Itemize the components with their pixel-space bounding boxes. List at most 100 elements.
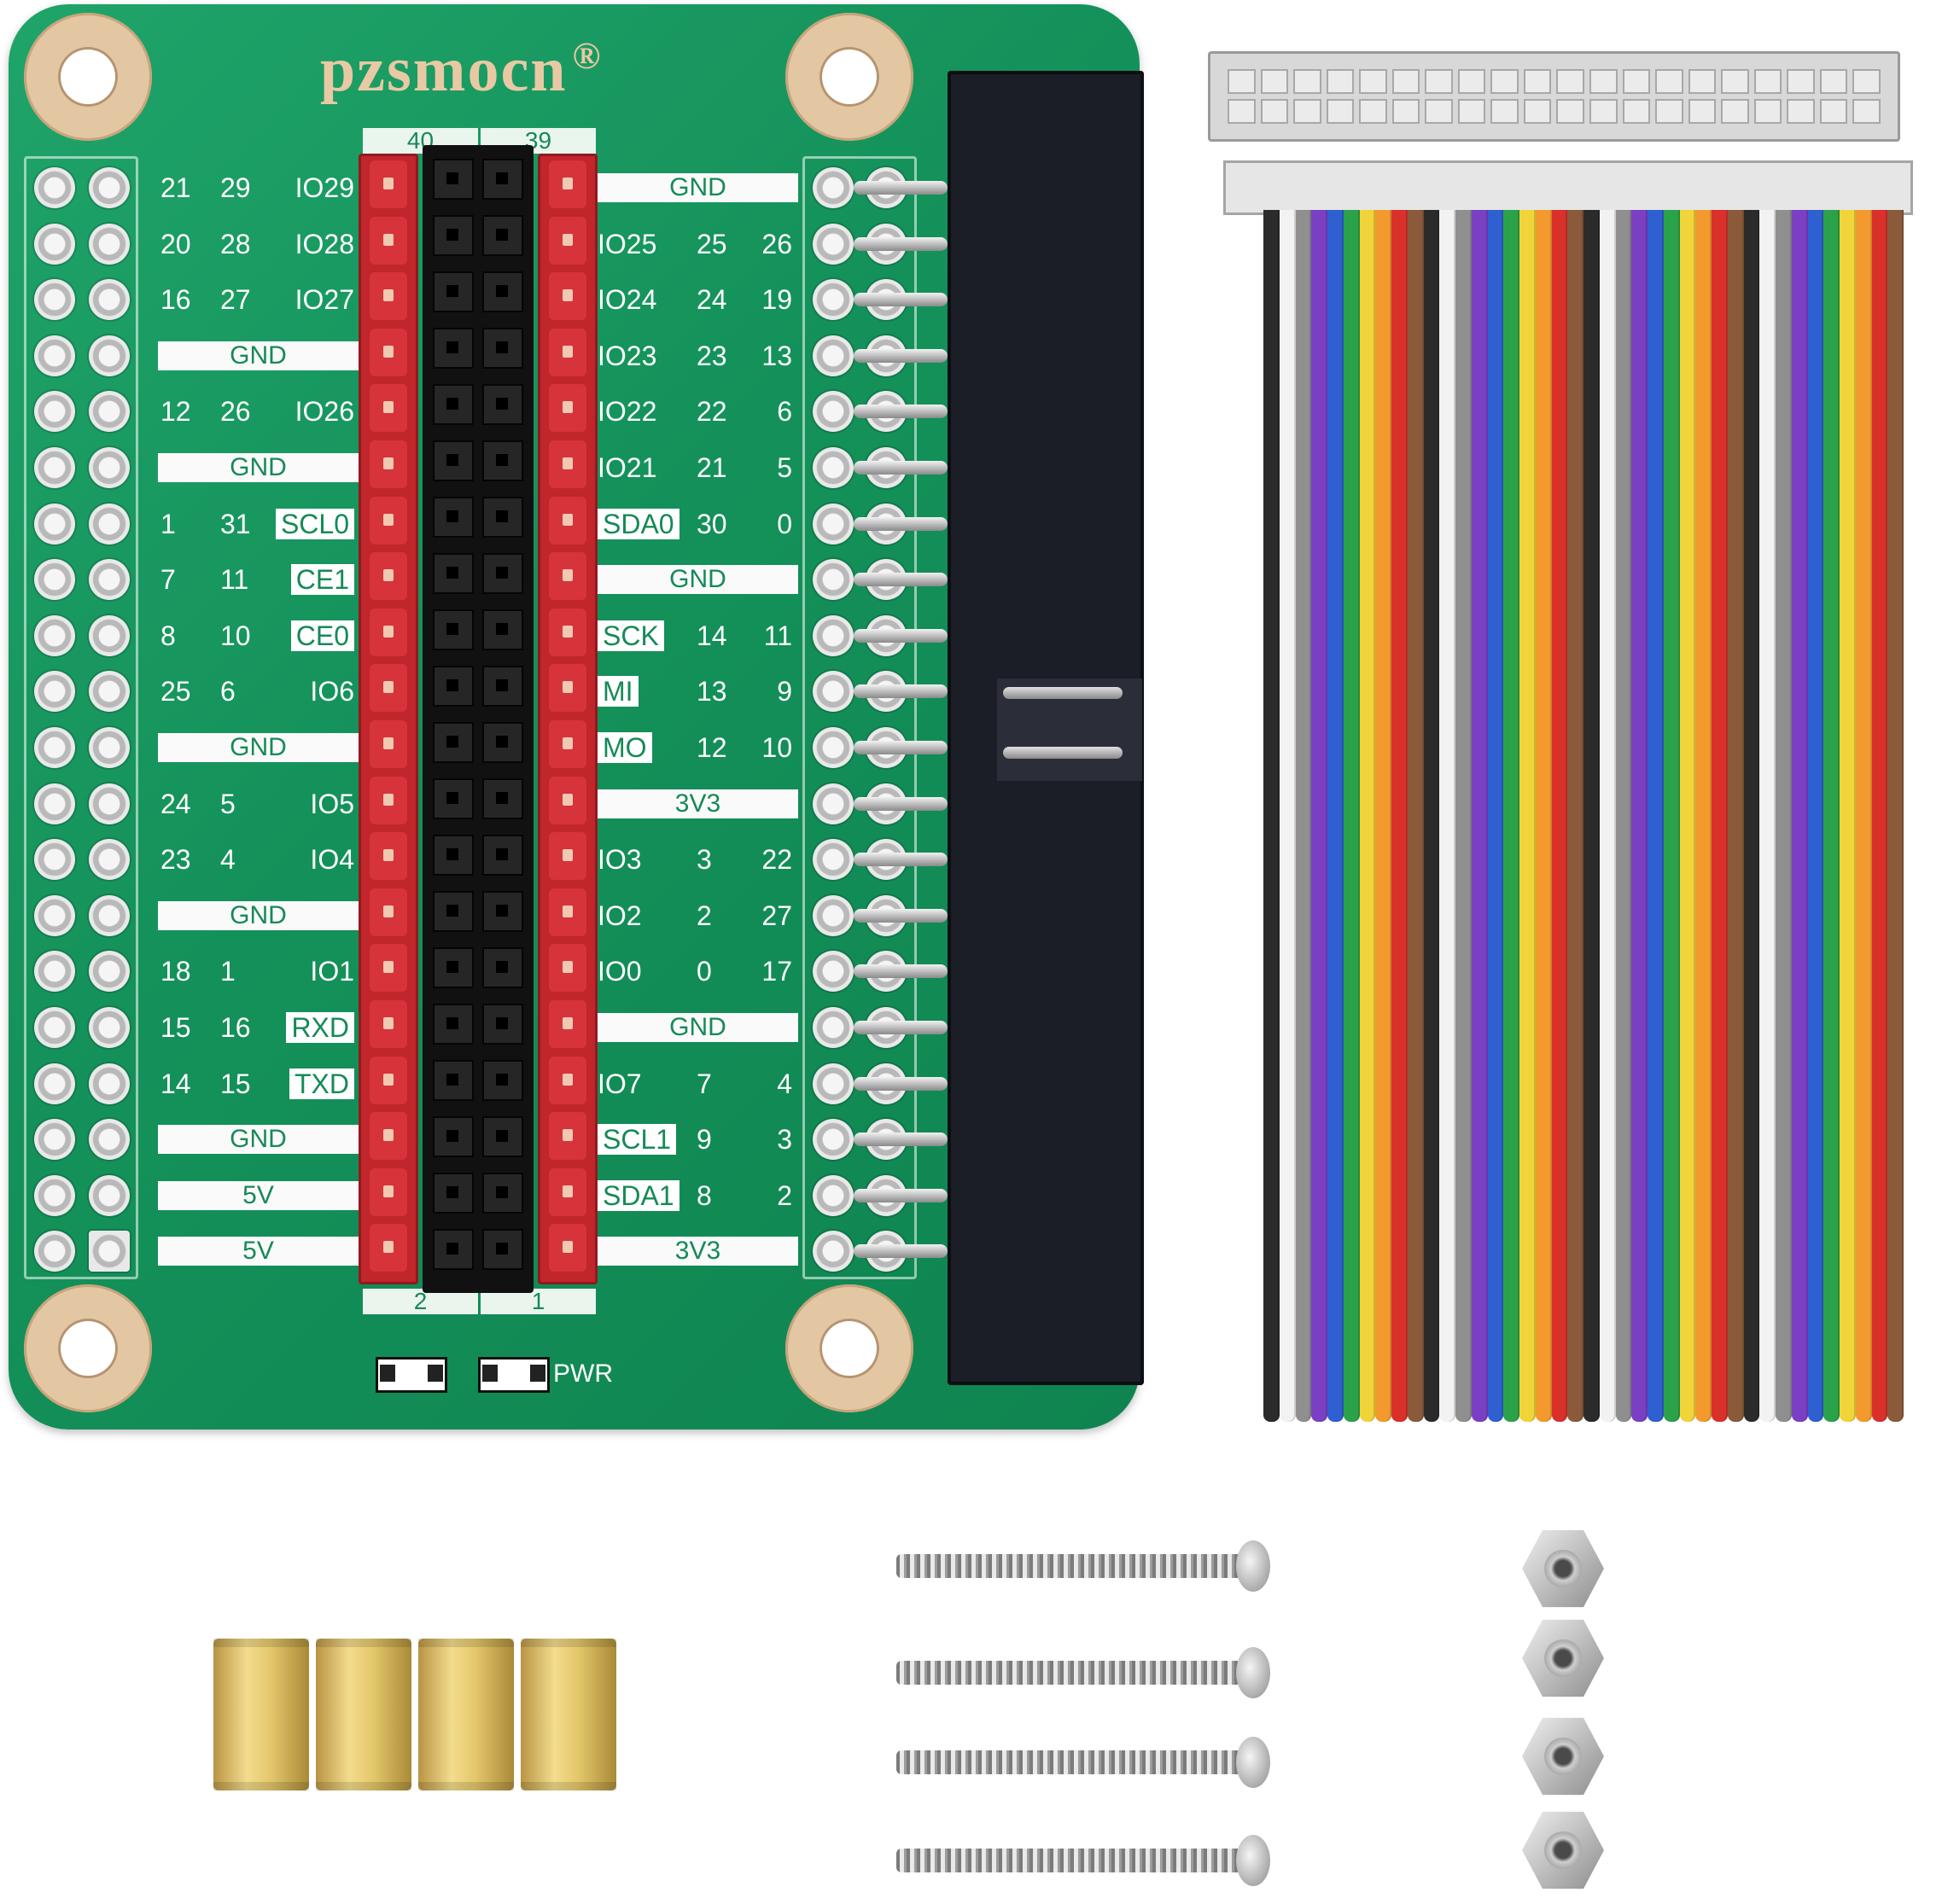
connector-hole	[1425, 99, 1453, 124]
mounting-hole	[785, 13, 913, 141]
pin-name-text: SCK	[598, 620, 664, 651]
pin-name: IO29	[295, 171, 354, 205]
connector-hole	[1293, 69, 1321, 94]
pin-name-text: SDA1	[598, 1179, 679, 1211]
red-pin	[370, 216, 407, 265]
pin-name: CE0	[290, 619, 354, 653]
pin-number: 30	[697, 508, 727, 539]
solder-pad	[89, 279, 130, 321]
red-pin	[549, 160, 586, 208]
brass-standoff	[213, 1639, 309, 1790]
pin-number: 12	[160, 396, 191, 428]
label-bar: 5V	[158, 1180, 359, 1210]
solder-pad	[89, 727, 130, 768]
connector-hole	[1523, 69, 1552, 94]
solder-pad	[89, 951, 130, 993]
solder-pad	[89, 614, 130, 656]
ribbon-wire	[1567, 210, 1583, 1422]
cable-connector-clamp	[1223, 160, 1913, 215]
ribbon-wire	[1455, 210, 1472, 1422]
pin-number: 6	[777, 396, 792, 428]
ribbon-wire	[1295, 210, 1312, 1422]
red-pin	[370, 720, 407, 768]
pin-name: TXD	[289, 1067, 354, 1101]
solder-pad	[813, 391, 854, 433]
solder-pad	[813, 447, 854, 488]
header-pin	[854, 964, 948, 979]
socket-hole	[482, 666, 523, 707]
hex-nut	[1522, 1809, 1604, 1891]
ribbon-wire	[1471, 210, 1488, 1422]
solder-pad	[89, 839, 130, 881]
pin-number: 10	[220, 620, 251, 651]
socket-hole	[482, 215, 523, 256]
ribbon-wire	[1439, 210, 1455, 1422]
header-pin	[854, 1133, 948, 1147]
pin-name: IO25	[598, 227, 656, 261]
socket-hole	[433, 835, 474, 876]
pin-number: 4	[777, 1068, 792, 1099]
ribbon-wires	[1263, 210, 1904, 1422]
header-pin	[854, 348, 948, 363]
pin-number: 26	[220, 396, 251, 428]
solder-pad	[34, 279, 75, 321]
pin-name: IO7	[598, 1067, 642, 1101]
solder-pad	[89, 1119, 130, 1161]
connector-hole	[1228, 69, 1256, 94]
solder-pad	[34, 559, 75, 601]
pin-number: 19	[761, 284, 792, 316]
socket-hole	[482, 1004, 523, 1045]
pin-name: CE1	[290, 562, 354, 597]
machine-screw	[896, 1540, 1272, 1592]
pin-name: IO0	[598, 954, 642, 988]
mounting-hole	[24, 13, 152, 141]
pin-name-text: IO6	[310, 676, 354, 707]
solder-pad	[89, 1007, 130, 1048]
pin-number: 7	[697, 1068, 712, 1099]
red-pin	[370, 832, 407, 881]
pin-number: 5	[777, 452, 792, 483]
pin-name-text: IO24	[598, 284, 657, 316]
pin-name-text: RXD	[286, 1012, 354, 1043]
pin-number: 18	[160, 956, 191, 987]
ribbon-wire	[1887, 210, 1904, 1422]
ribbon-wire	[1791, 210, 1808, 1422]
connector-hole	[1228, 99, 1256, 124]
red-pin	[370, 552, 407, 601]
connector-hole	[1622, 99, 1651, 124]
solder-pad	[813, 559, 854, 601]
red-pin	[549, 720, 586, 768]
socket-hole	[482, 891, 523, 932]
ribbon-wire	[1840, 210, 1856, 1422]
ribbon-wire	[1407, 210, 1424, 1422]
connector-hole	[1852, 69, 1881, 94]
pin-name: MI	[598, 674, 639, 708]
pin-name-text: IO25	[598, 228, 657, 259]
red-pin	[370, 1112, 407, 1161]
solder-pad	[813, 1119, 854, 1161]
header-number-2: 2	[363, 1289, 478, 1314]
solder-pad	[34, 503, 75, 544]
ribbon-wire	[1871, 210, 1888, 1422]
ribbon-wire	[1359, 210, 1376, 1422]
socket-hole	[433, 947, 474, 988]
ribbon-wire	[1695, 210, 1712, 1422]
pin-number: 26	[761, 228, 792, 259]
pin-number: 15	[160, 1012, 191, 1043]
pin-name: SDA1	[598, 1179, 679, 1213]
connector-hole	[1293, 99, 1321, 124]
red-pin	[370, 272, 407, 321]
label-bar: GND	[158, 453, 359, 482]
red-pin	[549, 1224, 586, 1272]
connector-hole	[1326, 99, 1355, 124]
label-bar: GND	[598, 1013, 798, 1042]
solder-pad	[34, 1007, 75, 1048]
pin-name-text: MI	[598, 676, 639, 707]
red-pin	[549, 552, 586, 601]
solder-pad	[813, 223, 854, 265]
pin-name: IO5	[310, 787, 354, 821]
pin-number: 17	[761, 956, 792, 987]
ribbon-wire	[1648, 210, 1664, 1422]
connector-hole	[1721, 69, 1749, 94]
socket-hole	[482, 271, 523, 312]
